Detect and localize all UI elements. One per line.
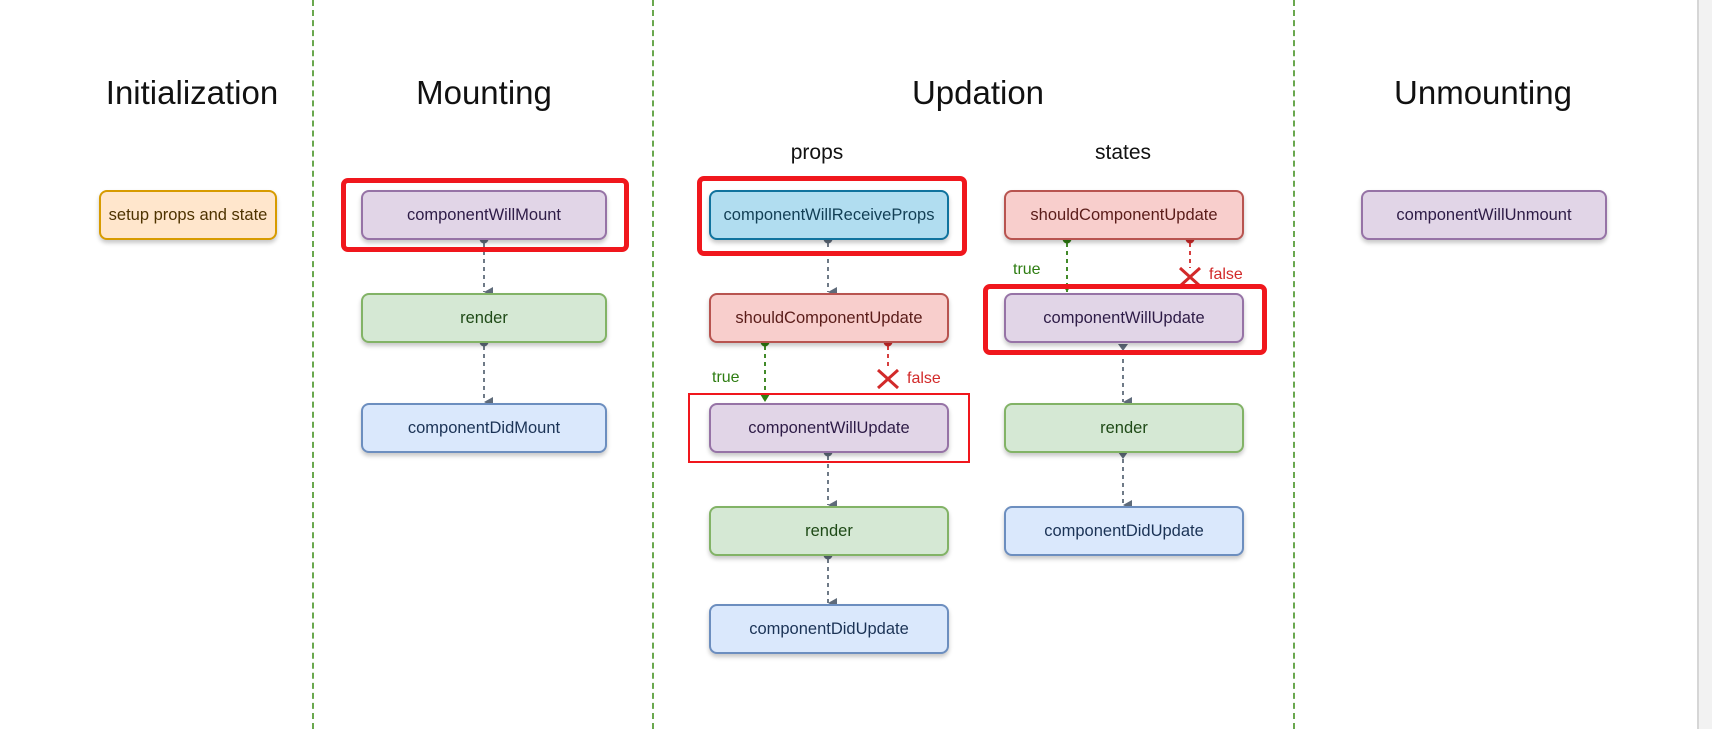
node-setup-props-and-state: setup props and state [99, 190, 277, 240]
highlight-component-will-mount [341, 178, 629, 252]
highlight-component-will-receive-props [697, 176, 967, 256]
title-initialization: Initialization [105, 74, 279, 111]
label-props-false: false [907, 370, 941, 387]
node-component-will-mount: componentWillMount [361, 190, 607, 240]
arrow-states-should-false [1178, 234, 1202, 288]
label-states-false: false [1209, 266, 1243, 283]
highlight-states-component-will-update [983, 284, 1267, 355]
subtitle-props: props [790, 141, 844, 164]
subtitle-states: states [1094, 141, 1152, 164]
title-unmounting: Unmounting [1394, 74, 1572, 111]
node-states-component-did-update: componentDidUpdate [1004, 506, 1244, 556]
arrow-props-render-to-did [823, 550, 837, 608]
node-props-component-will-update: componentWillUpdate [709, 403, 949, 453]
arrow-props-should-false [876, 337, 900, 390]
title-mounting: Mounting [416, 74, 552, 111]
node-states-render: render [1004, 403, 1244, 453]
divider-initialization-mounting [312, 0, 314, 729]
node-props-component-did-update: componentDidUpdate [709, 604, 949, 654]
arrow-states-render-to-did [1118, 452, 1132, 510]
arrow-states-will-to-render [1118, 344, 1132, 407]
node-component-did-mount: componentDidMount [361, 403, 607, 453]
right-edge-line [1697, 0, 1699, 729]
divider-mounting-updation [652, 0, 654, 729]
right-edge-strip [1697, 0, 1712, 729]
node-component-will-unmount: componentWillUnmount [1361, 190, 1607, 240]
node-props-render: render [709, 506, 949, 556]
node-states-component-will-update: componentWillUpdate [1004, 293, 1244, 343]
node-states-should-component-update: shouldComponentUpdate [1004, 190, 1244, 240]
label-states-true: true [1013, 261, 1041, 278]
label-props-true: true [712, 369, 740, 386]
node-component-will-receive-props: componentWillReceiveProps [709, 190, 949, 240]
arrow-render-to-didmount [479, 337, 493, 407]
node-mounting-render: render [361, 293, 607, 343]
node-props-should-component-update: shouldComponentUpdate [709, 293, 949, 343]
title-updation: Updation [911, 74, 1045, 111]
highlight-props-component-will-update [688, 393, 970, 463]
divider-updation-unmounting [1293, 0, 1295, 729]
